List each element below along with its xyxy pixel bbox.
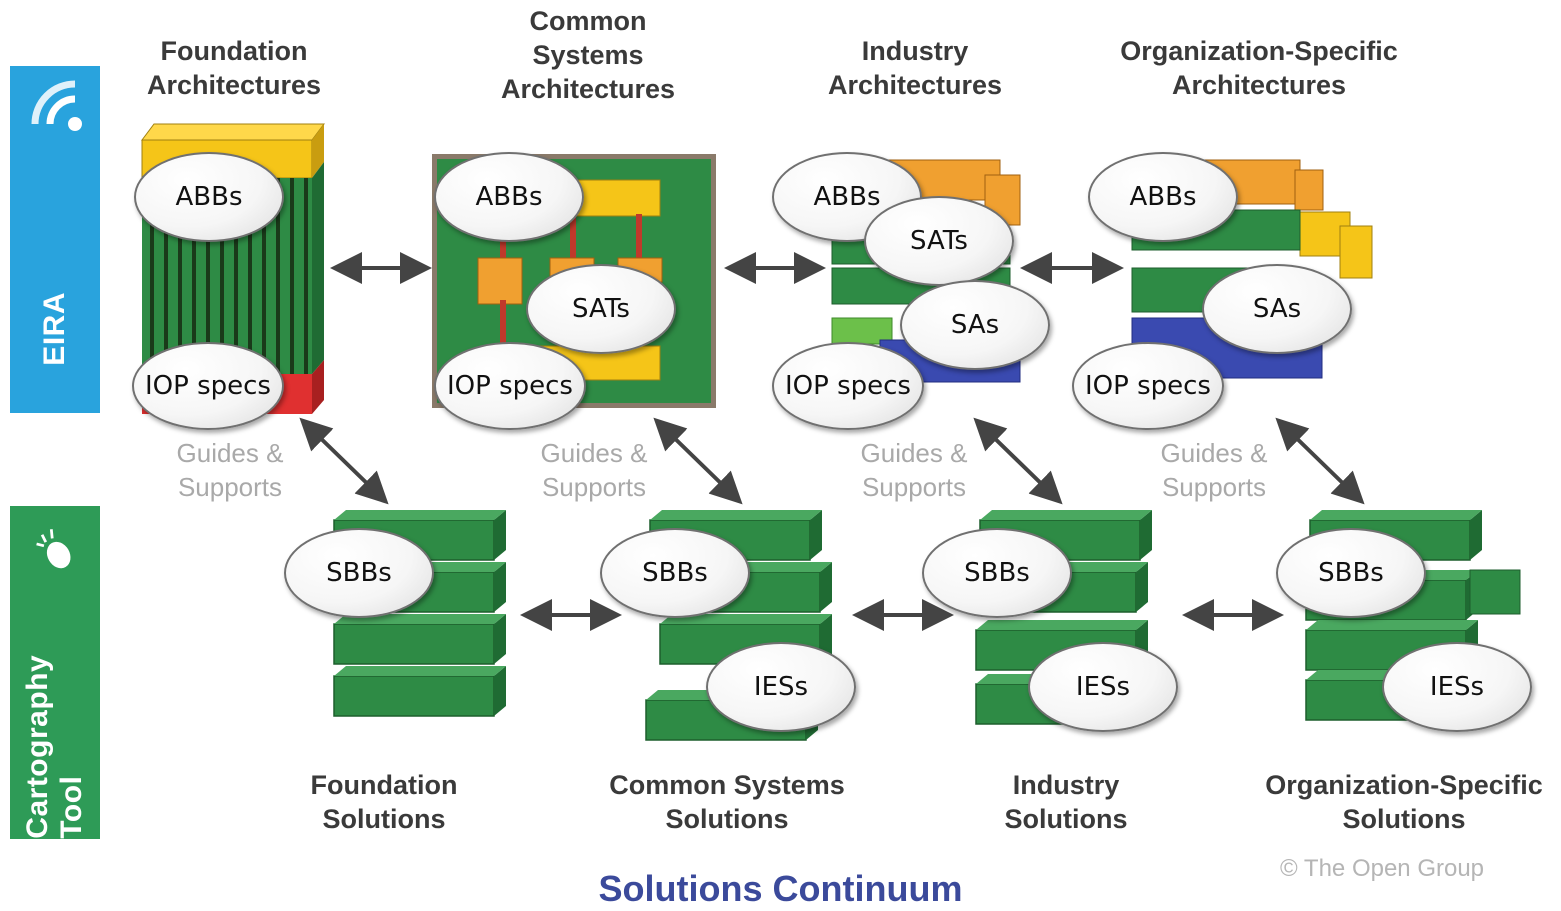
iess-bubble: IESs <box>1382 642 1532 732</box>
sbbs-bubble: SBBs <box>922 528 1072 618</box>
signal-icon <box>31 80 82 131</box>
guides-supports-label: Guides & Supports <box>176 438 284 502</box>
heading-industry-architectures: Industry Architectures <box>827 36 1003 100</box>
mouse-icon <box>36 529 71 569</box>
sas-bubble: SAs <box>900 280 1050 370</box>
sbbs-bubble: SBBs <box>284 528 434 618</box>
copyright-notice: © The Open Group <box>1280 855 1485 882</box>
cartography-sidebar: Cartography Tool <box>10 506 100 839</box>
sbbs-bubble: SBBs <box>600 528 750 618</box>
iop-specs-bubble: IOP specs <box>132 342 284 430</box>
iess-bubble: IESs <box>1028 642 1178 732</box>
heading-common-systems-solutions: Common Systems Solutions <box>609 770 845 834</box>
heading-organization-specific-solutions: Organization-Specific Solutions <box>1265 770 1543 834</box>
sas-bubble: SAs <box>1202 264 1352 354</box>
eira-sidebar: EIRA <box>10 66 100 413</box>
heading-foundation-architectures: Foundation Architectures <box>146 36 322 100</box>
heading-industry-solutions: Industry Solutions <box>1004 770 1128 834</box>
guides-supports-label: Guides & Supports <box>540 438 648 502</box>
abbs-bubble: ABBs <box>434 152 584 242</box>
sats-bubble: SATs <box>526 264 676 354</box>
iop-specs-bubble: IOP specs <box>1072 342 1224 430</box>
sbbs-bubble: SBBs <box>1276 528 1426 618</box>
abbs-bubble: ABBs <box>134 152 284 242</box>
iess-bubble: IESs <box>706 642 856 732</box>
diagram-title: Solutions Continuum <box>598 868 963 909</box>
iop-specs-bubble: IOP specs <box>772 342 924 430</box>
organization-specific-solution-block <box>1305 509 1521 721</box>
guides-supports-label: Guides & Supports <box>1160 438 1268 502</box>
iop-specs-bubble: IOP specs <box>434 342 586 430</box>
sats-bubble: SATs <box>864 196 1014 286</box>
heading-organization-specific-architectures: Organization-Specific Architectures <box>1120 36 1398 100</box>
heading-common-systems-architectures: Common Systems Architectures <box>500 6 676 104</box>
connector-arrows <box>299 252 1365 631</box>
guides-supports-label: Guides & Supports <box>860 438 968 502</box>
abbs-bubble: ABBs <box>1088 152 1238 242</box>
heading-foundation-solutions: Foundation Solutions <box>310 770 458 834</box>
